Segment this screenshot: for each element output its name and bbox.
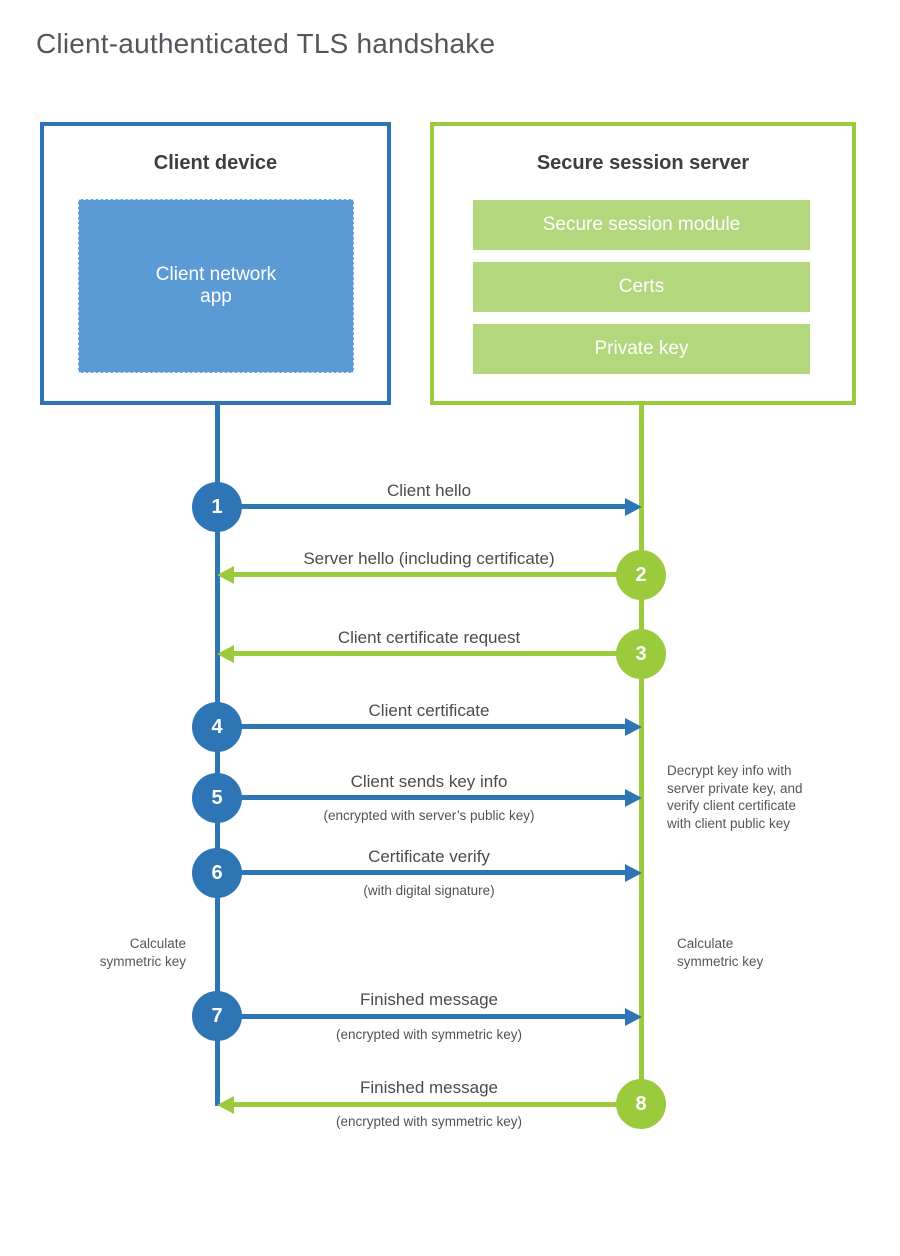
client-network-app-rect: Client network app bbox=[78, 199, 354, 373]
step-marker: 2 bbox=[616, 550, 666, 600]
message-arrow bbox=[218, 497, 642, 516]
arrow-right-head bbox=[625, 788, 642, 807]
step-marker: 7 bbox=[192, 991, 242, 1041]
client-device-box: Client device Client network app bbox=[40, 122, 391, 405]
message-sublabel: (encrypted with symmetric key) bbox=[335, 1114, 523, 1129]
step-marker: 4 bbox=[192, 702, 242, 752]
arrow-line bbox=[232, 651, 641, 656]
client-lifeline bbox=[215, 402, 220, 1106]
client-device-title: Client device bbox=[153, 152, 278, 174]
step-marker: 6 bbox=[192, 848, 242, 898]
message-label: Client hello bbox=[386, 481, 472, 500]
message-arrow bbox=[217, 644, 641, 663]
arrow-left-head bbox=[217, 644, 234, 663]
arrow-right-head bbox=[625, 497, 642, 516]
server-module-bar: Secure session module bbox=[473, 200, 810, 250]
step-marker: 8 bbox=[616, 1079, 666, 1129]
message-label: Certificate verify bbox=[368, 847, 490, 866]
message-label: Client certificate bbox=[368, 701, 490, 720]
arrow-line bbox=[232, 1102, 641, 1107]
arrow-line bbox=[218, 795, 627, 800]
message-arrow bbox=[218, 1007, 642, 1026]
message-label: Server hello (including certificate) bbox=[303, 549, 555, 568]
step-marker: 3 bbox=[616, 629, 666, 679]
arrow-right-head bbox=[625, 717, 642, 736]
message-arrow bbox=[217, 565, 641, 584]
arrow-left-head bbox=[217, 565, 234, 584]
arrow-line bbox=[218, 724, 627, 729]
arrow-line bbox=[218, 504, 627, 509]
server-lifeline bbox=[639, 402, 644, 1104]
message-label: Client sends key info bbox=[350, 772, 508, 791]
arrow-right-head bbox=[625, 863, 642, 882]
message-label: Finished message bbox=[360, 1078, 498, 1097]
server-certs-bar: Certs bbox=[473, 262, 810, 312]
secure-session-server-title: Secure session server bbox=[536, 152, 750, 174]
message-sublabel: (encrypted with server’s public key) bbox=[323, 808, 535, 823]
arrow-line bbox=[218, 870, 627, 875]
message-sublabel: (with digital signature) bbox=[363, 883, 495, 898]
decrypt-note: Decrypt key info with server private key… bbox=[667, 763, 803, 831]
secure-session-server-box: Secure session server Secure session mod… bbox=[430, 122, 856, 405]
arrow-left-head bbox=[217, 1095, 234, 1114]
message-label: Client certificate request bbox=[337, 628, 521, 647]
message-label: Finished message bbox=[360, 990, 498, 1009]
page-title: Client-authenticated TLS handshake bbox=[36, 28, 496, 59]
message-sublabel: (encrypted with symmetric key) bbox=[335, 1027, 523, 1042]
arrow-line bbox=[232, 572, 641, 577]
message-arrow bbox=[217, 1095, 641, 1114]
server-private-key-bar: Private key bbox=[473, 324, 810, 374]
message-arrow bbox=[218, 788, 642, 807]
step-marker: 5 bbox=[192, 773, 242, 823]
message-arrow bbox=[218, 717, 642, 736]
calculate-symmetric-key-note-left: Calculate symmetric key bbox=[99, 936, 186, 969]
message-arrow bbox=[218, 863, 642, 882]
step-marker: 1 bbox=[192, 482, 242, 532]
arrow-right-head bbox=[625, 1007, 642, 1026]
calculate-symmetric-key-note-right: Calculate symmetric key bbox=[677, 936, 764, 969]
arrow-line bbox=[218, 1014, 627, 1019]
